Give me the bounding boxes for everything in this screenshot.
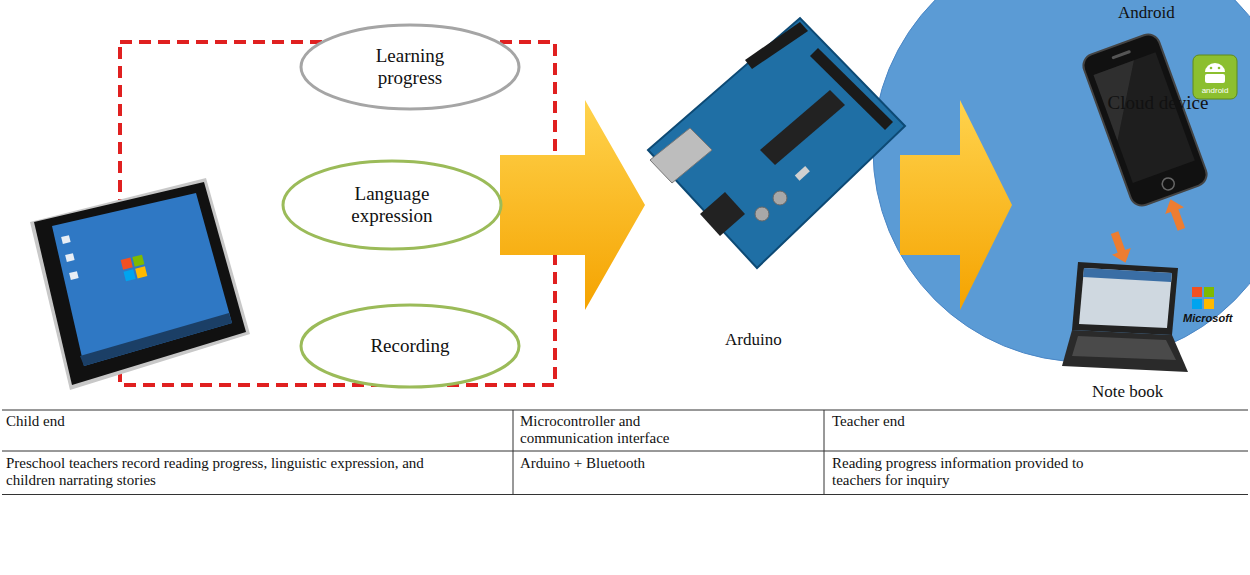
- notebook-computer: [1079, 268, 1172, 328]
- tablet-illustration: [121, 255, 148, 282]
- table-rules: [513, 410, 514, 495]
- table-header: Microcontroller and communication interf…: [520, 413, 720, 448]
- notebook-computer: [1072, 262, 1178, 335]
- table-rules: [2, 451, 1248, 452]
- notebook-computer: [1072, 336, 1176, 360]
- tablet-illustration: [52, 193, 232, 366]
- android-phone: [1111, 50, 1131, 60]
- table-rules: [2, 494, 1248, 495]
- table-header: Child end: [6, 413, 496, 430]
- arduino-board: [745, 22, 808, 69]
- flow-arrow: [500, 100, 645, 310]
- table-cell: Preschool teachers record reading progre…: [6, 455, 476, 490]
- device-label: Arduino: [725, 330, 782, 350]
- notebook-computer: [1083, 268, 1172, 282]
- table-cell: Arduino + Bluetooth: [520, 455, 810, 472]
- node-label: Recording: [370, 335, 449, 357]
- circle-outline: [872, 0, 1250, 363]
- category-ellipse: Language expression: [281, 159, 503, 251]
- tablet-illustration: [65, 253, 74, 262]
- ellipse-outline: [301, 25, 519, 109]
- arduino-board: [773, 191, 787, 205]
- logo-text: android: [1193, 86, 1237, 95]
- tablet-illustration: [69, 271, 78, 280]
- circle-outline: [873, 0, 1250, 362]
- android-phone: [1161, 176, 1176, 191]
- tablet-illustration: [34, 182, 246, 385]
- table-rules: [824, 410, 825, 495]
- arduino-board: [648, 18, 905, 268]
- microsoft-logo: [1204, 299, 1214, 309]
- node-label: Language expression: [327, 183, 457, 227]
- notebook-computer: [1062, 262, 1188, 372]
- arduino-board: [795, 166, 810, 181]
- device-label: Android: [1118, 3, 1175, 23]
- table-header: Teacher end: [832, 413, 1232, 430]
- table-rules: [2, 410, 1248, 495]
- microsoft-logo: [1204, 287, 1214, 297]
- ellipse-outline: [283, 161, 501, 249]
- tablet-illustration: [30, 178, 250, 390]
- category-ellipse: Learning progress: [299, 23, 521, 111]
- arduino-board: [650, 128, 712, 183]
- tablet-illustration: [61, 235, 70, 244]
- logo-text: Microsoft: [1183, 312, 1233, 325]
- device-label: Note book: [1092, 382, 1163, 402]
- arduino-board: [810, 48, 893, 130]
- cloud-circle: Cloud device: [872, 0, 1250, 363]
- tablet-illustration: [132, 255, 144, 267]
- android-logo: [1218, 67, 1221, 70]
- tablet-illustration: [124, 269, 136, 281]
- tablet-illustration: [121, 258, 133, 270]
- android-logo: [1205, 63, 1225, 72]
- table-rules: [2, 410, 1248, 411]
- node-label: Learning progress: [345, 45, 475, 89]
- arduino-board: [755, 207, 769, 221]
- microsoft-logo: [1192, 287, 1202, 297]
- arduino-board: [700, 192, 745, 236]
- microsoft-logo: [1192, 299, 1202, 309]
- android-logo: [1210, 67, 1213, 70]
- arduino-board: [648, 18, 905, 268]
- tablet-illustration: [80, 313, 232, 366]
- table-cell: Reading progress information provided to…: [832, 455, 1092, 490]
- node-label: Cloud device: [945, 92, 1250, 114]
- category-ellipse: Recording: [299, 303, 521, 389]
- tablet-illustration: [30, 178, 250, 390]
- tablet-illustration: [135, 266, 147, 278]
- arduino-board: [760, 90, 845, 165]
- ellipse-outline: [301, 305, 519, 387]
- android-logo: [1205, 74, 1225, 83]
- notebook-computer: [1062, 330, 1188, 372]
